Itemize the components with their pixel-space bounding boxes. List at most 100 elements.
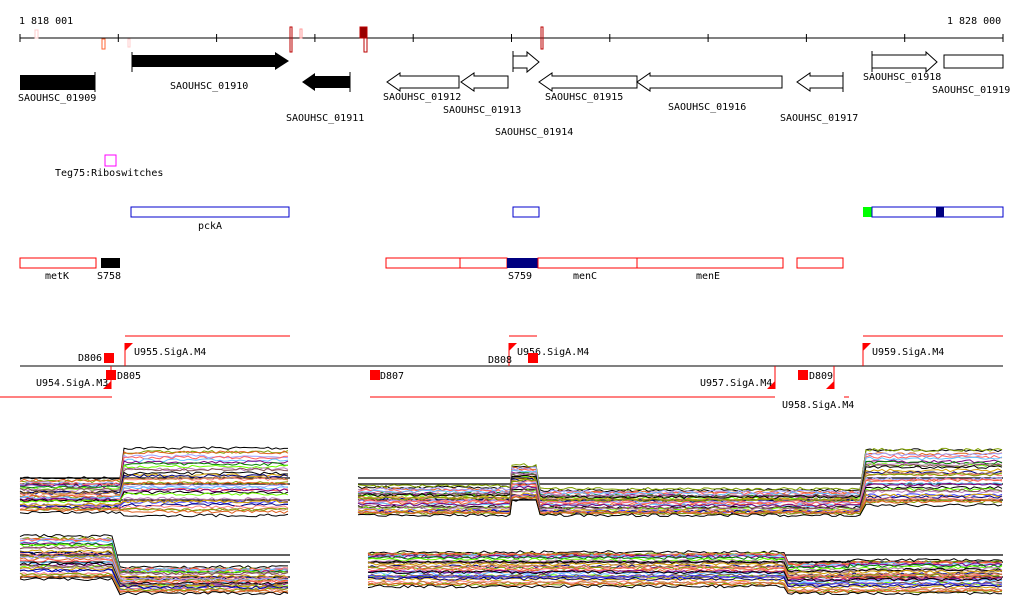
operon-track: pckA [130, 206, 1004, 232]
expression-line [19, 450, 289, 483]
axis-start-label: 1 818 001 [19, 16, 73, 27]
expression-line [19, 572, 289, 592]
terminator-label: D807 [380, 371, 404, 382]
expression-line [19, 555, 289, 582]
gene-SAOUHSC_01919[interactable]: SAOUHSC_01919 [932, 54, 1010, 96]
terminator-D808[interactable]: D808 [488, 353, 538, 366]
expression-line [19, 446, 288, 480]
transcript-track: metK S758 S759 menC menE [19, 257, 844, 282]
expression-line [19, 558, 289, 584]
expression-line [357, 463, 1003, 499]
expression-line [19, 471, 289, 494]
transcript-menC[interactable] [537, 257, 638, 269]
expression-line [367, 582, 1003, 594]
expression-line [367, 559, 1003, 574]
transcript-S759[interactable] [507, 258, 538, 268]
gene-SAOUHSC_01910[interactable]: SAOUHSC_01910 [131, 52, 289, 92]
promoter-U959[interactable]: U959.SigA.M4 [862, 343, 944, 366]
regulatory-track: U955.SigA.M4 U956.SigA.M4 U959.SigA.M4 U… [0, 335, 1003, 411]
expression-line [19, 574, 289, 594]
expression-line [19, 565, 289, 589]
terminator-D805[interactable]: D805 [106, 370, 141, 382]
expression-line [19, 510, 289, 518]
riboswitch-feature[interactable]: Teg75:Riboswitches [55, 154, 163, 179]
promoter-U957[interactable]: U957.SigA.M4 [700, 366, 776, 389]
transcript-S758[interactable] [101, 258, 120, 268]
terminator-label: D809 [809, 371, 833, 382]
gene-SAOUHSC_01913[interactable]: SAOUHSC_01913 [443, 72, 521, 116]
gene-SAOUHSC_01915[interactable]: SAOUHSC_01915 [538, 72, 638, 103]
expression-line [19, 543, 289, 575]
axis-end-label: 1 828 000 [947, 16, 1001, 27]
expression-line [19, 462, 289, 489]
promoter-U954[interactable]: U954.SigA.M3 [36, 366, 112, 389]
expression-line [19, 492, 289, 504]
expression-line [20, 507, 289, 514]
gene-label: SAOUHSC_01914 [495, 127, 573, 138]
transcript-menE[interactable] [636, 257, 784, 269]
riboswitch-label: Teg75:Riboswitches [55, 168, 163, 179]
terminator-label: D805 [117, 371, 141, 382]
coordinate-axis: 1 818 001 1 828 000 [19, 16, 1004, 53]
expression-line [367, 559, 1003, 573]
gene-label: SAOUHSC_01910 [170, 81, 248, 92]
gene-SAOUHSC_01914[interactable]: SAOUHSC_01914 [495, 50, 573, 138]
expression-line [357, 482, 1003, 508]
expression-profiles [19, 446, 1003, 596]
gene-label: SAOUHSC_01918 [863, 72, 941, 83]
expression-line [357, 465, 1003, 500]
expression-line [19, 455, 289, 486]
gene-SAOUHSC_01918[interactable]: SAOUHSC_01918 [863, 50, 941, 83]
operon-label: pckA [198, 221, 222, 232]
transcript-feature[interactable] [385, 257, 461, 269]
gene-track: SAOUHSC_01909 SAOUHSC_01910 SAOUHSC_0191… [18, 50, 1010, 138]
expression-line [19, 454, 289, 486]
transcript-label: menC [573, 271, 597, 282]
terminator-D806[interactable]: D806 [78, 353, 114, 364]
terminator-label: D806 [78, 353, 102, 364]
terminator-D807[interactable]: D807 [370, 370, 404, 382]
promoter-U956[interactable]: U956.SigA.M4 [508, 343, 589, 366]
expression-line [357, 452, 1003, 494]
gene-SAOUHSC_01909[interactable]: SAOUHSC_01909 [18, 72, 96, 104]
promoter-label: U954.SigA.M3 [36, 378, 108, 389]
gene-SAOUHSC_01911[interactable]: SAOUHSC_01911 [286, 72, 364, 124]
gene-SAOUHSC_01917[interactable]: SAOUHSC_01917 [780, 72, 858, 124]
promoter-U955[interactable]: U955.SigA.M4 [124, 343, 206, 366]
promoter-label: U958.SigA.M4 [782, 400, 854, 411]
gene-label: SAOUHSC_01913 [443, 105, 521, 116]
expression-line [19, 504, 289, 510]
expression-line [19, 499, 289, 507]
operon-feature[interactable] [512, 206, 540, 218]
transcript-label: S759 [508, 271, 532, 282]
gene-label: SAOUHSC_01919 [932, 85, 1010, 96]
gene-SAOUHSC_01916[interactable]: SAOUHSC_01916 [636, 72, 783, 113]
expression-line [19, 481, 289, 499]
expression-line [19, 549, 289, 579]
expression-line [19, 539, 289, 573]
gene-label: SAOUHSC_01911 [286, 113, 364, 124]
gene-label: SAOUHSC_01917 [780, 113, 858, 124]
expression-line [19, 506, 289, 512]
promoter-label: U959.SigA.M4 [872, 347, 944, 358]
promoter-label: U956.SigA.M4 [517, 347, 589, 358]
gene-label: SAOUHSC_01916 [668, 102, 746, 113]
operon-feature-green[interactable] [863, 207, 872, 217]
expression-line [19, 577, 289, 596]
expression-line [367, 554, 1003, 568]
expression-line [357, 448, 1003, 493]
terminator-D809[interactable]: D809 [798, 370, 833, 382]
expression-panel-1b [357, 447, 1003, 518]
expression-line [358, 471, 1003, 502]
operon-feature-navy[interactable] [936, 207, 944, 217]
expression-line [357, 447, 1003, 491]
transcript-feature[interactable] [796, 257, 844, 269]
promoter-U958[interactable]: U958.SigA.M4 [782, 366, 854, 411]
transcript-feature[interactable] [459, 257, 508, 269]
gene-SAOUHSC_01912[interactable]: SAOUHSC_01912 [383, 72, 461, 103]
expression-line [19, 485, 288, 500]
transcript-metK[interactable] [19, 257, 97, 269]
operon-pckA[interactable] [130, 206, 290, 218]
gene-label: SAOUHSC_01909 [18, 93, 96, 104]
